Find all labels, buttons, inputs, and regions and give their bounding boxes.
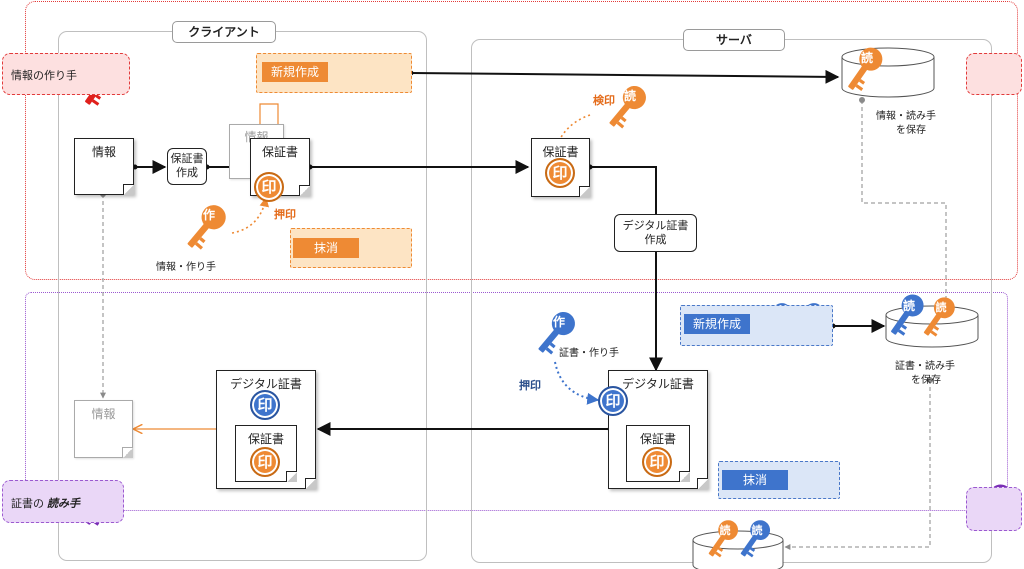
server-inner-stamp: 印 <box>642 447 672 477</box>
server-maker-tag <box>966 487 1022 531</box>
client-inner-stamp: 印 <box>250 447 280 477</box>
server-reader-tag <box>966 53 1022 95</box>
client-info-doc-lower: 情報 <box>74 400 133 458</box>
client-info-doc-lower-title: 情報 <box>91 407 116 421</box>
arrow-server-cert-to-digital <box>590 166 663 372</box>
info-creator-tag: 情報の作り手 <box>2 53 130 95</box>
blue-stamp-dotted <box>554 361 600 405</box>
process-line-2: 作成 <box>644 233 667 246</box>
process-line-2: 作成 <box>176 166 198 179</box>
orange-loop-arrow <box>259 103 282 139</box>
process-line-1: デジタル証書 <box>622 219 689 232</box>
server-db-top-label-2: を保存 <box>896 125 926 136</box>
client-digital-cert-title: デジタル証書 <box>230 377 302 391</box>
server-db-top-label-1: 情報・読み手 <box>876 111 936 122</box>
client-revoke-label[interactable]: 抹消 <box>293 238 359 258</box>
key-glyph: 読 <box>902 299 915 313</box>
client-stamp-action: 押印 <box>274 208 296 221</box>
dashed-db-to-db <box>861 100 949 306</box>
server-digital-stamp: 印 <box>598 386 628 416</box>
key-glyph: 読 <box>860 51 873 65</box>
client-new-label[interactable]: 新規作成 <box>262 62 328 82</box>
key-glyph: 作 <box>552 315 565 329</box>
cert-reader-zone <box>25 292 1008 511</box>
key-glyph: 読 <box>751 524 763 537</box>
client-info-doc-title: 情報 <box>91 145 116 159</box>
server-verify-action: 検印 <box>593 94 615 107</box>
db-bottom <box>692 530 784 569</box>
server-digital-process: デジタル証書 作成 <box>614 214 697 252</box>
client-digital-stamp: 印 <box>250 390 280 420</box>
info-creator-tag-label: 情報の作り手 <box>11 69 77 82</box>
info-creator-zone <box>25 1 1018 280</box>
server-new-label[interactable]: 新規作成 <box>684 314 750 334</box>
cert-reader-tag-prefix: 証書の <box>11 497 44 510</box>
client-cert-doc-title: 保証書 <box>261 145 298 159</box>
orange-stamp-dotted <box>231 197 270 234</box>
db-info-reader <box>841 47 935 98</box>
server-digital-cert-title: デジタル証書 <box>622 377 694 391</box>
key-glyph: 作 <box>202 208 215 222</box>
cert-reader-tag: 証書の読み手 <box>2 480 124 523</box>
client-info-doc: 情報 <box>74 138 134 195</box>
server-stamp-action: 押印 <box>519 379 541 392</box>
server-db-mid-label-2: を保存 <box>911 375 941 386</box>
server-cert-doc-title: 保証書 <box>542 145 579 159</box>
server-cert-stamp: 印 <box>545 158 575 188</box>
client-key-label: 情報・作り手 <box>156 262 216 273</box>
server-db-mid-label-1: 証書・読み手 <box>895 361 955 372</box>
server-panel-title: サーバ <box>683 29 785 51</box>
server-inner-cert-title: 保証書 <box>639 432 676 446</box>
server-revoke-label[interactable]: 抹消 <box>722 470 788 490</box>
key-glyph: 読 <box>719 524 731 537</box>
key-glyph: 読 <box>623 89 636 103</box>
client-make-cert-process: 保証書 作成 <box>167 148 207 185</box>
client-inner-cert-title: 保証書 <box>247 432 284 446</box>
arrow-new-to-db <box>410 69 840 84</box>
key-glyph: 読 <box>935 301 947 314</box>
cert-reader-tag-emph: 読み手 <box>47 497 80 510</box>
client-panel-title: クライアント <box>172 21 276 43</box>
server-cert-key-label: 証書・作り手 <box>559 348 619 359</box>
process-line-1: 保証書 <box>170 152 204 165</box>
server-cert-doc: 保証書 <box>531 138 590 197</box>
client-cert-stamp: 印 <box>254 172 284 202</box>
